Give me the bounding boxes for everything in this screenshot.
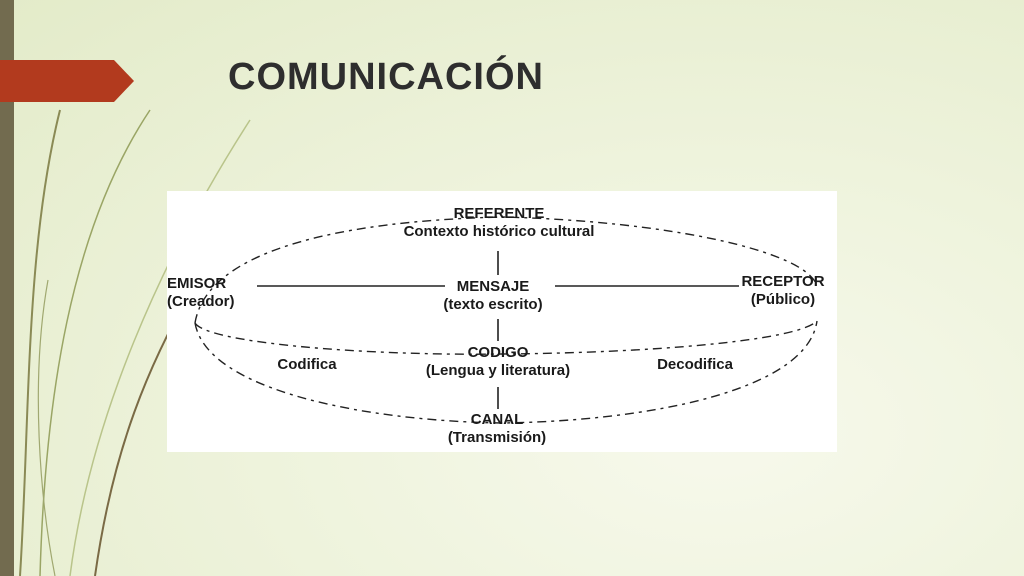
decodifica-label: Decodifica — [657, 356, 733, 373]
page-title: COMUNICACIÓN — [228, 56, 544, 98]
emisor-title: EMISOR — [167, 275, 227, 292]
referente-subtitle: Contexto histórico cultural — [403, 223, 595, 240]
canal-subtitle: (Transmisión) — [447, 429, 547, 446]
codigo-title: CODIGO — [467, 344, 529, 361]
mensaje-subtitle: (texto escrito) — [443, 296, 543, 313]
referente-title: REFERENTE — [453, 205, 545, 222]
codifica-label: Codifica — [277, 356, 337, 373]
left-accent-bar — [0, 0, 14, 576]
mensaje-label: MENSAJE (texto escrito) — [433, 278, 553, 314]
receptor-label: RECEPTOR (Público) — [733, 273, 833, 309]
diagram-connectors — [194, 216, 818, 424]
codigo-subtitle: (Lengua y literatura) — [425, 362, 571, 379]
canal-label: CANAL (Transmisión) — [427, 411, 567, 447]
mensaje-title: MENSAJE — [456, 278, 530, 295]
emisor-label: EMISOR (Creador) — [167, 275, 249, 311]
canal-title: CANAL — [470, 411, 524, 428]
receptor-title: RECEPTOR — [741, 273, 825, 290]
communication-diagram: REFERENTE Contexto histórico cultural EM… — [167, 191, 837, 452]
codigo-label: CODIGO (Lengua y literatura) — [403, 344, 593, 380]
referente-label: REFERENTE Contexto histórico cultural — [389, 205, 609, 241]
title-accent-flag — [0, 60, 134, 102]
emisor-subtitle: (Creador) — [167, 293, 235, 310]
receptor-subtitle: (Público) — [750, 291, 816, 308]
